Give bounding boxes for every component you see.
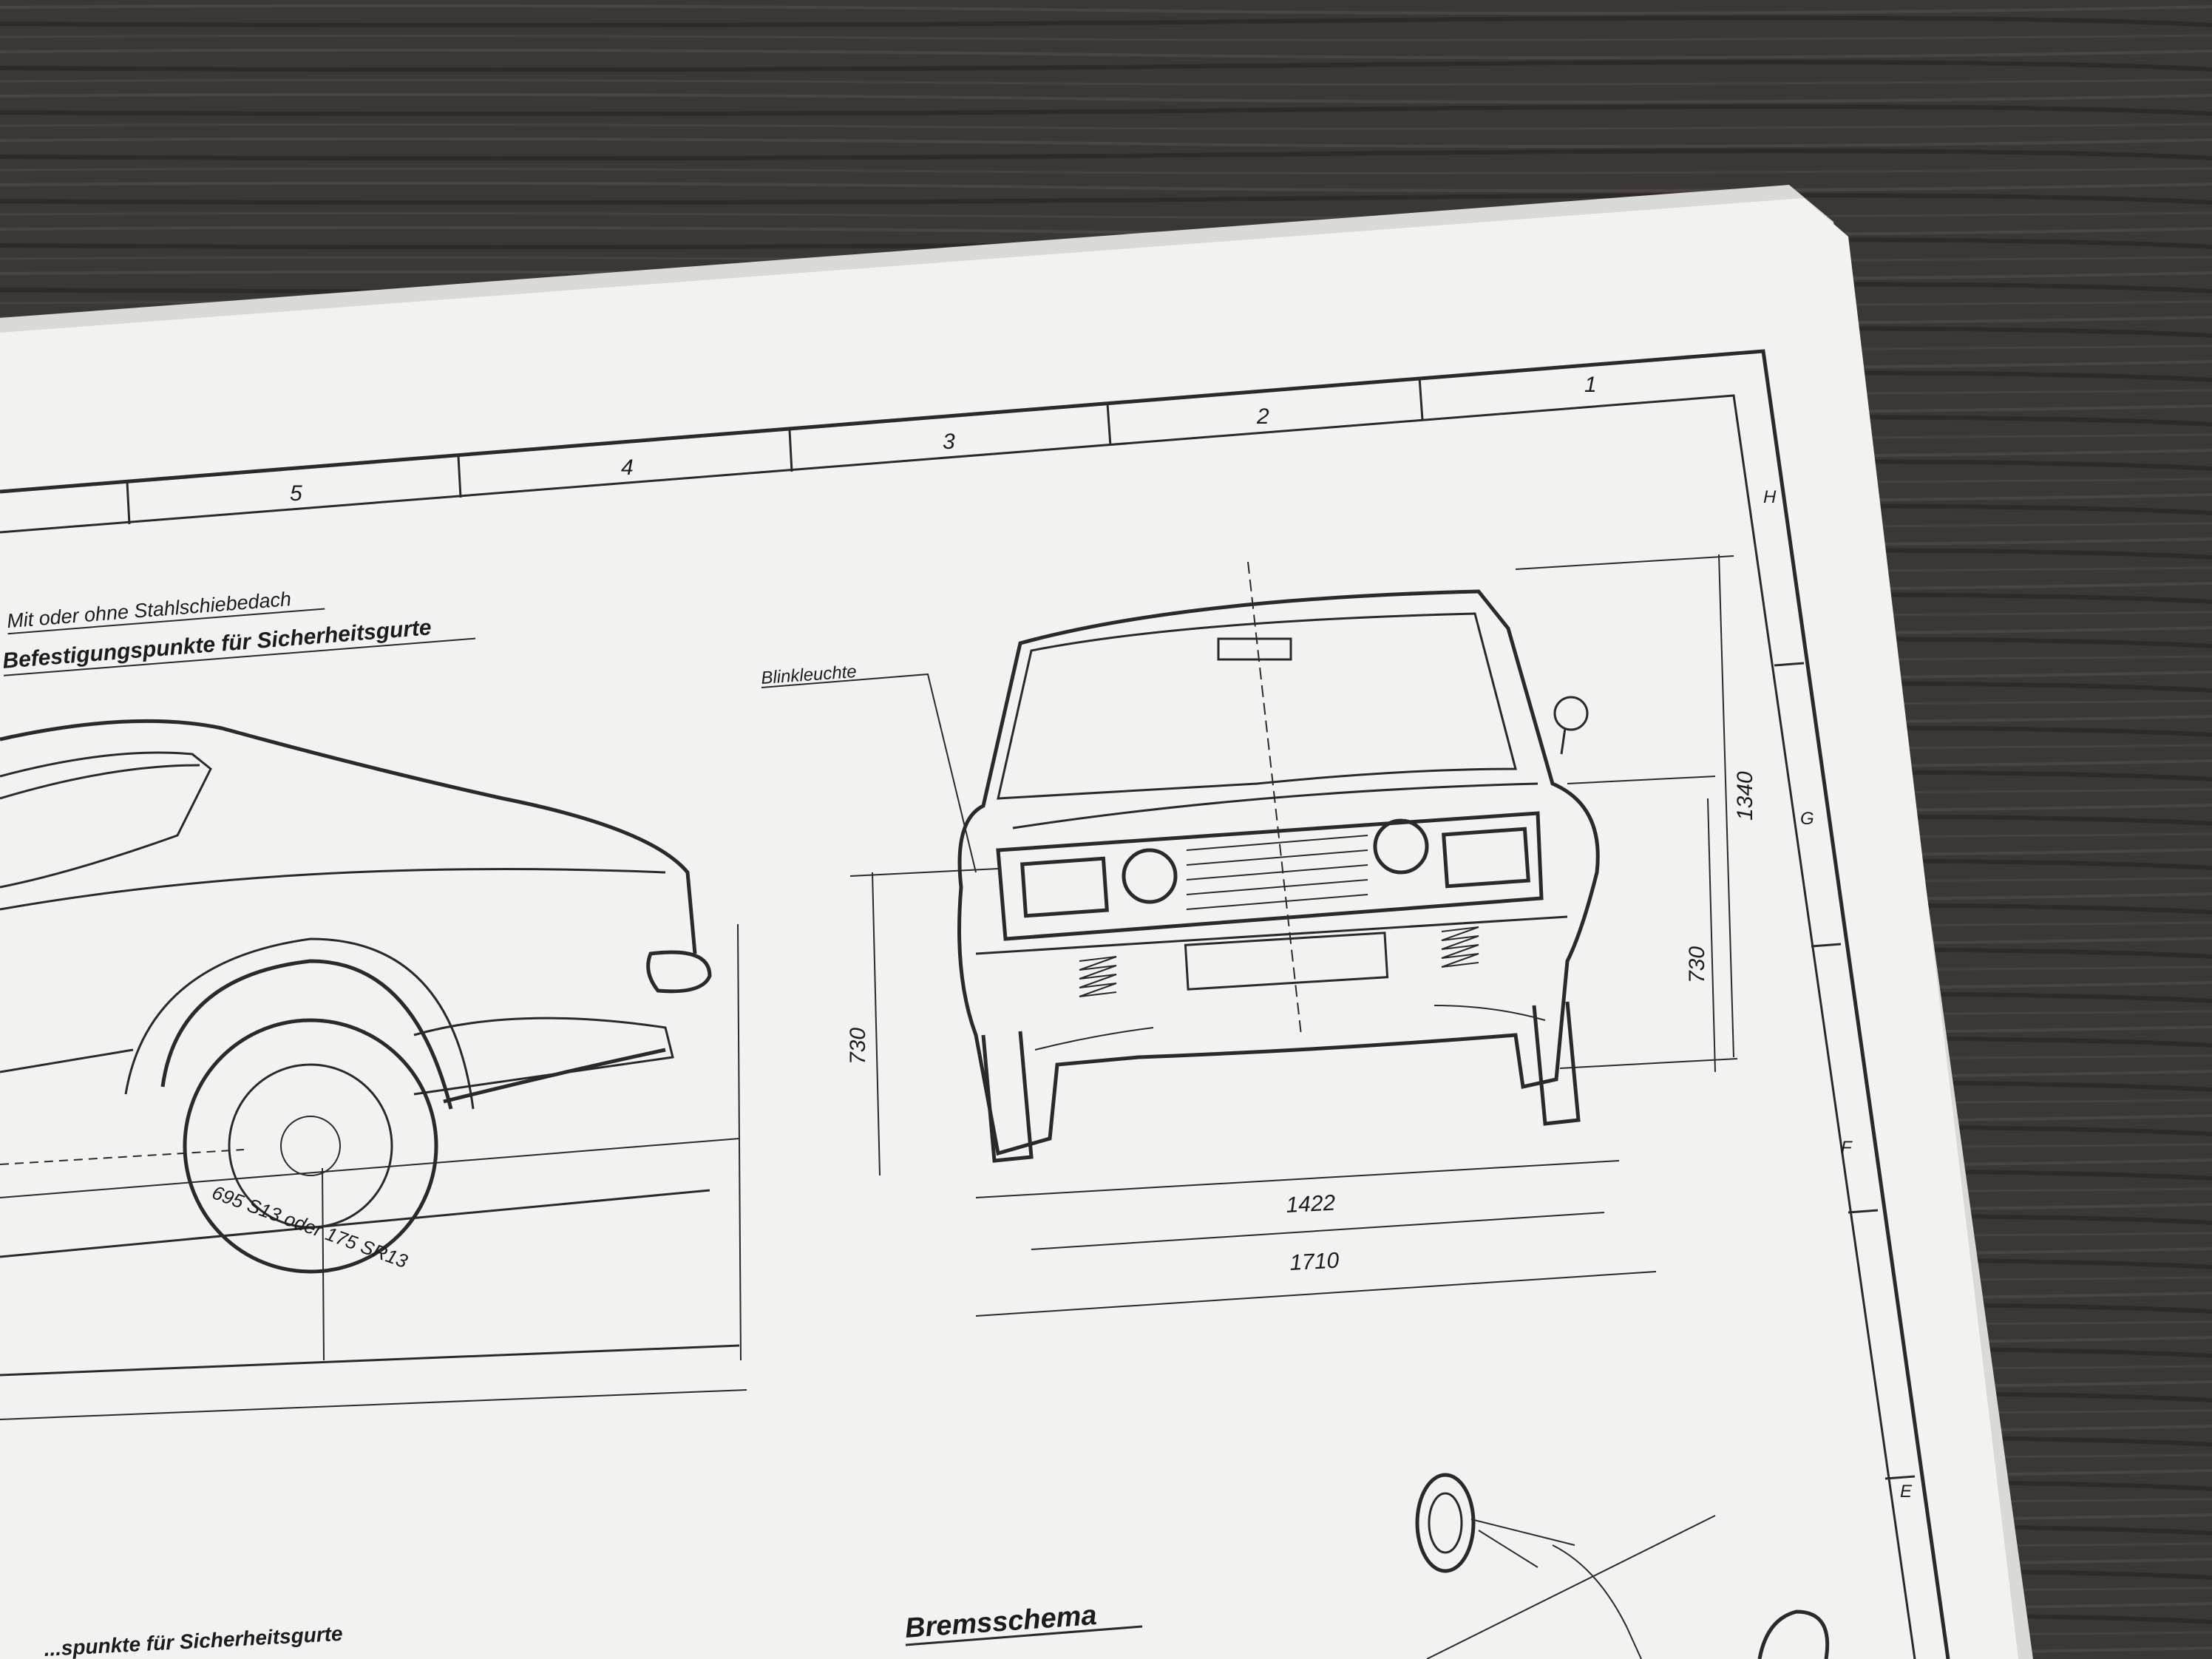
- dim-width: 1710: [1289, 1249, 1340, 1275]
- zone-number-2: 2: [1256, 404, 1269, 429]
- car-rear-view: [957, 561, 1600, 1163]
- zone-letter-h: H: [1763, 487, 1777, 507]
- dim-height: 1340: [1733, 771, 1757, 821]
- dim-bumper-height-left: 730: [846, 1028, 870, 1065]
- brake-schematic: [1415, 1473, 1830, 1659]
- paper-sheet: [0, 198, 2018, 1659]
- zone-number-1: 1: [1584, 373, 1597, 397]
- dim-track: 1422: [1286, 1191, 1337, 1218]
- zone-letter-e: E: [1900, 1482, 1913, 1502]
- rear-dimensions: [849, 554, 1738, 1317]
- car-side-view: [0, 719, 747, 1420]
- zone-number-3: 3: [943, 430, 955, 454]
- zone-letter-f: F: [1841, 1138, 1853, 1158]
- zone-letter-g: G: [1800, 809, 1814, 829]
- drawing-frame: [0, 349, 1950, 1659]
- zone-number-4: 4: [621, 455, 634, 480]
- zone-number-5: 5: [290, 481, 302, 506]
- dim-bumper-height-right: 730: [1685, 946, 1709, 983]
